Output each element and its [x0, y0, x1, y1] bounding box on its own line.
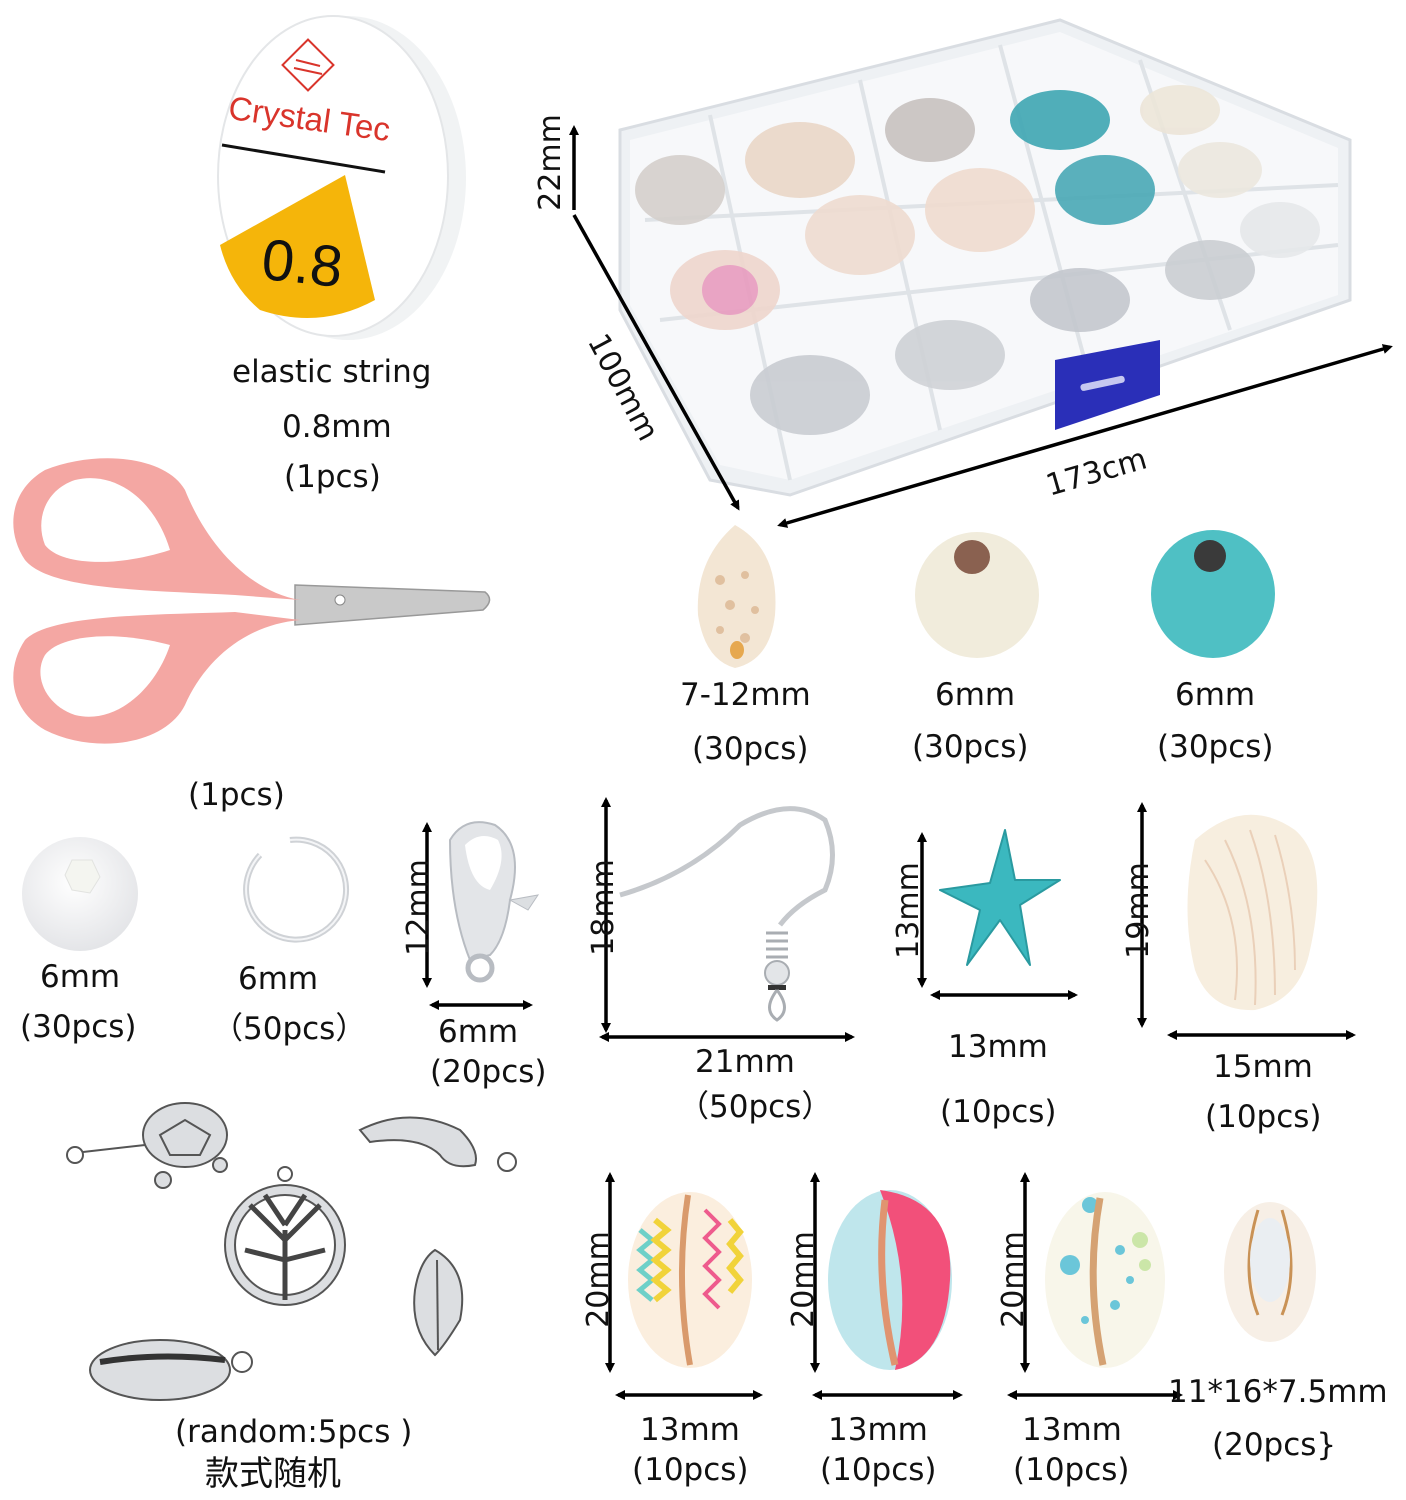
starfish-qty: (10pcs): [940, 1094, 1057, 1130]
bead-turquoise-qty: (30pcs): [1157, 729, 1274, 765]
jump-ring-qty: （50pcs）: [212, 1011, 367, 1047]
dolphin-charm-icon: [358, 1116, 517, 1172]
spool-size: 0.8mm: [282, 409, 392, 445]
jump-ring-size: 6mm: [238, 961, 319, 997]
charms-icon: [66, 1102, 517, 1401]
scallop-shell: [1125, 800, 1360, 1045]
pearl-size: 6mm: [40, 959, 121, 995]
box-height-label: 22mm: [532, 114, 568, 211]
hook-height-label: 18mm: [585, 859, 621, 956]
scallop-height-label: 19mm: [1120, 862, 1156, 959]
cowrie-zigzag-qty: (10pcs): [632, 1452, 749, 1488]
elastic-string-spool: Crystal Tec 0.8: [200, 10, 470, 350]
hook-width-label: 21mm: [695, 1044, 795, 1080]
ear-hook: [590, 795, 860, 1050]
cowrie-blue-qty: (10pcs): [1013, 1452, 1130, 1488]
cowrie-charm-icon: [89, 1339, 253, 1401]
bead-turquoise-size: 6mm: [1175, 677, 1256, 713]
cowrie-natural-size: 11*16*7.5mm: [1168, 1374, 1388, 1410]
bead-ivory: [912, 530, 1042, 660]
cowrie-blue-height: 20mm: [995, 1231, 1031, 1328]
cowrie-natural: [1220, 1200, 1320, 1345]
scissors-qty: (1pcs): [188, 777, 285, 813]
cowrie-pink-qty: (10pcs): [820, 1452, 937, 1488]
bead-spiral-size: 7-12mm: [680, 677, 811, 713]
spool-icon: [217, 15, 466, 340]
bead-ivory-qty: (30pcs): [912, 729, 1029, 765]
natural-cowrie-icon: [1224, 1202, 1316, 1342]
cowrie-pink: [785, 1170, 970, 1410]
cowrie-zigzag: [580, 1170, 775, 1410]
ivory-bead-icon: [915, 532, 1039, 658]
scissors: [5, 450, 500, 760]
storage-box: [560, 10, 1400, 530]
lobster-clasp-icon: [422, 821, 540, 1010]
bead-spiral-qty: (30pcs): [692, 731, 809, 767]
bead-ivory-size: 6mm: [935, 677, 1016, 713]
starfish-height-label: 13mm: [890, 862, 926, 959]
cowrie-zigzag-height: 20mm: [580, 1231, 616, 1328]
clasp-height-label: 12mm: [400, 859, 436, 956]
scallop-shell-icon: [1137, 802, 1356, 1040]
pearl-bead: [20, 835, 140, 953]
cowrie-pink-height: 20mm: [785, 1231, 821, 1328]
starfish-width-label: 13mm: [948, 1029, 1048, 1065]
scallop-width-label: 15mm: [1213, 1049, 1313, 1085]
scallop-qty: (10pcs): [1205, 1099, 1322, 1135]
charms-group: [60, 1090, 540, 1410]
blue-speckled-cowrie-icon: [1007, 1172, 1183, 1400]
starfish-icon: [917, 829, 1078, 1000]
jump-ring-icon: [243, 836, 349, 943]
tree-of-life-charm-icon: [224, 1166, 346, 1306]
pink-cowrie-icon: [810, 1172, 963, 1400]
hook-qty: （50pcs）: [678, 1089, 833, 1125]
zigzag-cowrie-icon: [605, 1172, 763, 1400]
clasp-qty: (20pcs): [430, 1054, 547, 1090]
bead-turquoise: [1148, 528, 1278, 660]
spool-name: elastic string: [232, 354, 432, 390]
cowrie-zigzag-width: 13mm: [640, 1412, 740, 1448]
lobster-clasp: [410, 810, 550, 1020]
cowrie-natural-qty: (20pcs}: [1212, 1427, 1337, 1463]
pearl-icon: [22, 837, 138, 951]
charms-note: 款式随机: [205, 1454, 341, 1494]
turquoise-bead-icon: [1151, 530, 1275, 658]
storage-box-icon: [569, 18, 1393, 528]
clasp-width-label: 6mm: [438, 1014, 519, 1050]
starfish: [905, 825, 1085, 1010]
ear-hook-icon: [599, 797, 855, 1042]
scissors-icon: [13, 458, 491, 744]
spool-qty: (1pcs): [284, 459, 381, 495]
leaf-charm-icon: [413, 1248, 464, 1357]
spiral-shell-icon: [697, 525, 776, 668]
jump-ring: [230, 835, 349, 950]
spool-size-badge: 0.8: [258, 226, 346, 301]
cowrie-blue-speckled: [995, 1170, 1190, 1410]
bead-spiral-shell: [690, 520, 790, 670]
cowrie-pink-width: 13mm: [828, 1412, 928, 1448]
pearl-qty: (30pcs): [20, 1009, 137, 1045]
turtle-charm-icon: [66, 1102, 228, 1189]
cowrie-blue-width: 13mm: [1022, 1412, 1122, 1448]
charms-qty: (random:5pcs ): [175, 1414, 413, 1450]
